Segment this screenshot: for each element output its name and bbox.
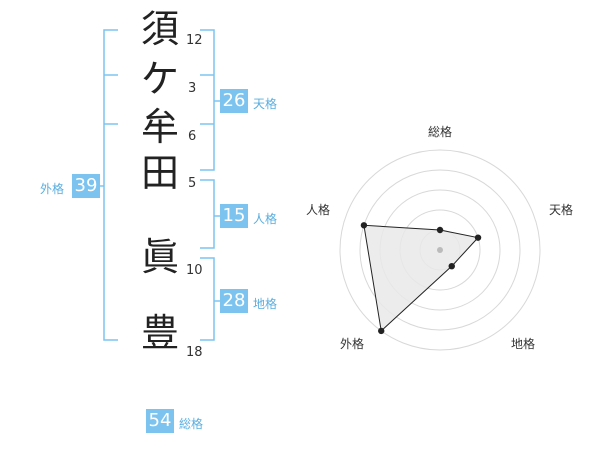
name-char-2: ケ	[140, 57, 179, 101]
tenkaku-bracket	[200, 29, 215, 171]
name-char-4: 田	[140, 151, 179, 195]
tenkaku-value: 26	[220, 89, 248, 113]
radar-label-chikaku: 地格	[511, 337, 536, 351]
jinkaku-value: 15	[220, 204, 248, 228]
radar-label-soukaku: 総格	[428, 125, 453, 139]
radar-points	[360, 222, 482, 335]
name-char-1: 須	[140, 7, 179, 51]
radar-polygon	[363, 224, 480, 332]
stroke-count-5: 10	[186, 263, 203, 278]
stroke-count-6: 18	[186, 345, 203, 360]
soukaku-label: 総格	[179, 417, 204, 431]
chikaku-bracket	[200, 257, 215, 341]
stroke-count-1: 12	[186, 33, 203, 48]
radar-center-dot	[437, 247, 443, 253]
radar-point-1	[436, 226, 444, 234]
stroke-count-4: 5	[188, 176, 197, 191]
radar-point-4	[378, 327, 385, 335]
radar-point-2	[474, 234, 482, 241]
radar-ring-4	[359, 169, 521, 331]
soukaku-value: 54	[146, 409, 174, 433]
gaikaku-value: 39	[72, 174, 100, 198]
radar-label-gaikaku: 外格	[340, 337, 365, 351]
name-char-5: 眞	[140, 235, 179, 279]
stroke-count-2: 3	[188, 81, 197, 96]
radar-label-jinkaku: 人格	[306, 203, 331, 217]
jinkaku-bracket	[200, 179, 215, 249]
radar-point-5	[360, 222, 368, 229]
chikaku-value: 28	[220, 289, 248, 313]
gaikaku-label: 外格	[40, 182, 65, 196]
radar-label-tenkaku: 天格	[549, 203, 574, 217]
chikaku-label: 地格	[253, 297, 278, 311]
name-char-6: 豊	[140, 311, 179, 355]
tenkaku-label: 天格	[253, 97, 278, 111]
name-char-3: 牟	[140, 105, 179, 149]
radar-ring-5	[339, 149, 541, 351]
stroke-count-3: 6	[188, 129, 197, 144]
radar-point-3	[448, 262, 455, 270]
gaikaku-bracket	[103, 29, 118, 341]
jinkaku-label: 人格	[253, 212, 278, 226]
